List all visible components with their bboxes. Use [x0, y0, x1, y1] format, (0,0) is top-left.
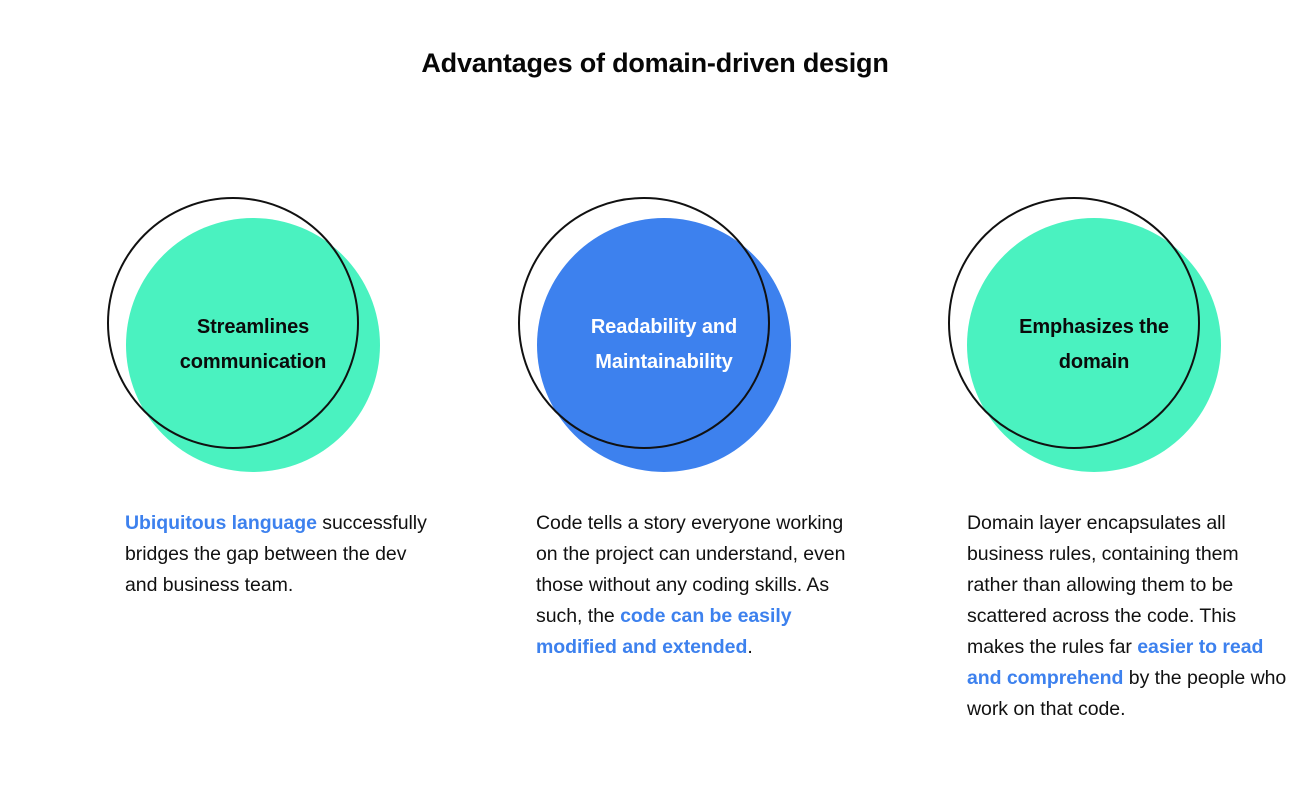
- paragraph-text: by the people who work on that code.: [967, 667, 1287, 720]
- outline-circle-1: [107, 197, 359, 449]
- paragraph-text: successfully bridges the gap between the…: [125, 512, 427, 596]
- circle-label-1: Streamlines communication: [179, 316, 327, 373]
- page-title: Advantages of domain-driven design: [421, 48, 889, 78]
- outline-circle-2: [518, 197, 770, 449]
- venn-circle-group-2: Readability and Maintainability: [509, 190, 809, 485]
- circle-label-3: Emphasizes the domain: [1019, 316, 1169, 373]
- advantage-paragraph-1: Ubiquitous language successfully bridges…: [125, 508, 437, 601]
- advantage-column-2: Readability and Maintainability Code tel…: [509, 0, 929, 800]
- advantage-column-1: Streamlines communication Ubiquitous lan…: [98, 0, 518, 800]
- highlighted-phrase: easier to read and comprehend: [967, 636, 1264, 689]
- highlighted-phrase: Ubiquitous language: [125, 512, 317, 534]
- outline-circle-3: [948, 197, 1200, 449]
- circle-label-2: Readability and Maintainability: [590, 316, 738, 373]
- highlighted-phrase: code can be easily modified and extended: [536, 605, 792, 658]
- advantage-column-3: Emphasizes the domain Domain layer encap…: [939, 0, 1310, 800]
- advantage-paragraph-3: Domain layer encapsulates all business r…: [967, 508, 1289, 725]
- paragraph-text: .: [747, 636, 753, 658]
- advantage-paragraph-2: Code tells a story everyone working on t…: [536, 508, 848, 663]
- venn-circle-group-1: Streamlines communication: [98, 190, 398, 485]
- paragraph-text: Domain layer encapsulates all business r…: [967, 512, 1239, 658]
- paragraph-text: Code tells a story everyone working on t…: [536, 512, 846, 627]
- venn-circle-group-3: Emphasizes the domain: [939, 190, 1239, 485]
